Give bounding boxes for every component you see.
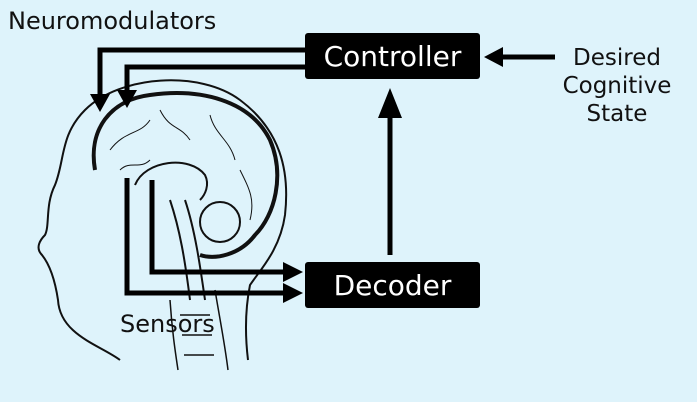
brainstem bbox=[169, 199, 206, 301]
desired-state-line-1: Desired bbox=[573, 45, 661, 71]
spine bbox=[169, 289, 229, 371]
arrowhead-up bbox=[378, 88, 402, 118]
arrowhead-right-inner bbox=[283, 262, 303, 282]
desired-state-line-2: Cognitive bbox=[562, 73, 672, 99]
head-illustration bbox=[37, 79, 288, 371]
arrows bbox=[97, 47, 555, 296]
neuromodulator-line-outer bbox=[97, 47, 305, 96]
arrowhead-left bbox=[484, 47, 503, 67]
head-profile bbox=[37, 79, 288, 361]
arrowhead-down-outer bbox=[90, 94, 110, 112]
skull-outline bbox=[91, 91, 280, 259]
corpus-callosum bbox=[134, 161, 209, 201]
desired-state-label: Desired Cognitive State bbox=[552, 44, 682, 128]
neuromodulators-label: Neuromodulators bbox=[8, 7, 217, 35]
decoder-box: Decoder bbox=[305, 262, 480, 308]
sensor-line-outer bbox=[124, 178, 285, 296]
cerebellum bbox=[199, 201, 241, 243]
brain-folds bbox=[109, 109, 253, 221]
arrowhead-right-outer bbox=[283, 283, 303, 303]
controller-box: Controller bbox=[305, 33, 480, 79]
arrowhead-down-inner bbox=[117, 90, 137, 108]
desired-state-line-3: State bbox=[586, 101, 648, 127]
neuromodulator-line-inner bbox=[124, 64, 305, 92]
sensors-label: Sensors bbox=[120, 310, 215, 338]
arrowheads bbox=[90, 47, 503, 303]
sensor-line-inner bbox=[149, 180, 285, 275]
